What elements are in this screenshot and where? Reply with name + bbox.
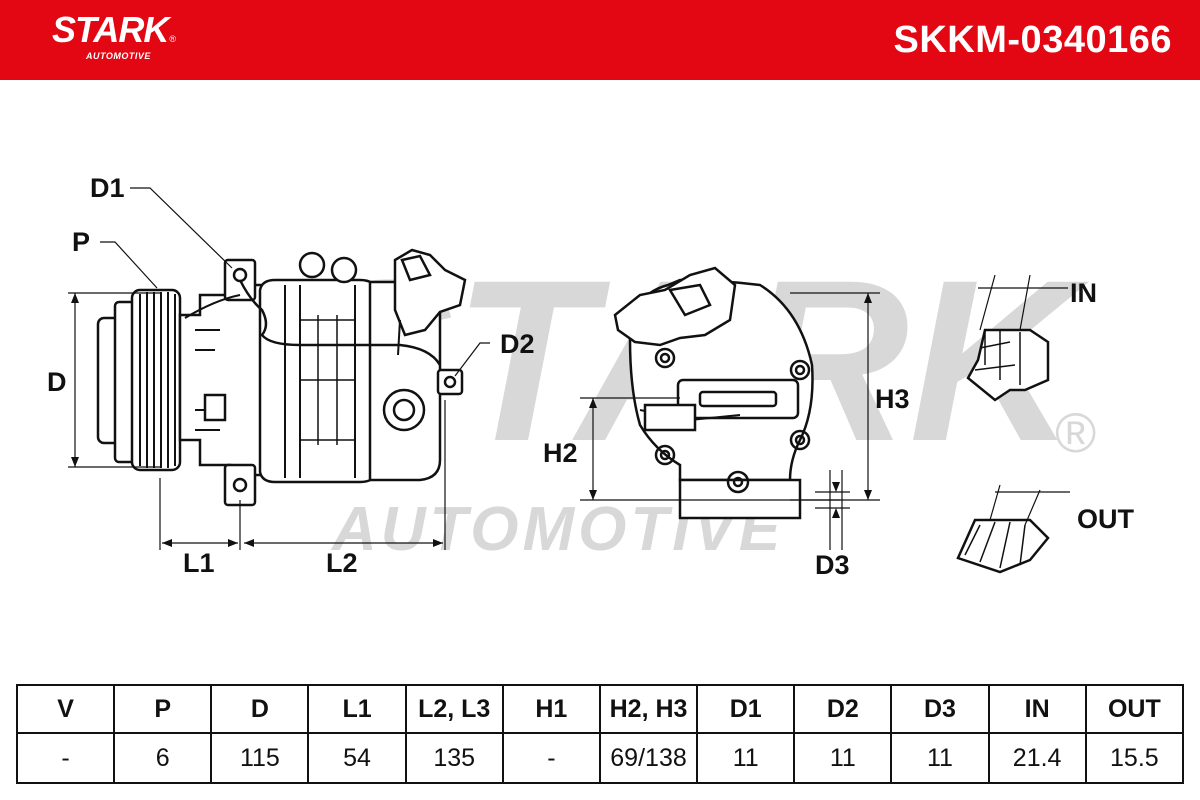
technical-drawing: STARK AUTOMOTIVE ® <box>47 173 1135 580</box>
label-h3: H3 <box>875 384 910 414</box>
out-fitting <box>956 518 1050 574</box>
header-bar: STARK® AUTOMOTIVE SKKM-0340166 <box>0 0 1200 80</box>
spec-value: 54 <box>307 732 407 784</box>
stark-logo: STARK® AUTOMOTIVE <box>52 9 176 62</box>
spec-header: L2, L3 <box>404 684 504 734</box>
spec-header: D3 <box>890 684 990 734</box>
part-number: SKKM-0340166 <box>893 19 1172 61</box>
label-d2: D2 <box>500 329 535 359</box>
spec-header: D2 <box>793 684 893 734</box>
label-l2: L2 <box>326 548 358 578</box>
spec-value: 11 <box>793 732 893 784</box>
label-p: P <box>72 227 90 257</box>
dimension-lines <box>68 187 1070 550</box>
in-fitting <box>966 328 1050 402</box>
watermark-registered: ® <box>1055 401 1096 464</box>
spec-value: 69/138 <box>598 732 699 784</box>
spec-value: 11 <box>696 732 796 784</box>
spec-header: H1 <box>501 684 601 734</box>
logo-subtitle: AUTOMOTIVE <box>86 51 151 61</box>
spec-header: H2, H3 <box>598 684 699 734</box>
spec-header: L1 <box>307 684 407 734</box>
spec-header: D1 <box>696 684 796 734</box>
compressor-rear-view <box>613 266 814 520</box>
spec-value: - <box>15 732 116 784</box>
spec-value: 11 <box>890 732 990 784</box>
spec-value: 21.4 <box>987 732 1087 784</box>
label-d3: D3 <box>815 550 850 580</box>
spec-header: V <box>15 684 116 734</box>
spec-value: 15.5 <box>1084 732 1185 784</box>
label-l1: L1 <box>183 548 215 578</box>
label-d1: D1 <box>90 173 125 203</box>
spec-header: D <box>210 684 310 734</box>
label-out: OUT <box>1077 504 1135 534</box>
spec-value: 135 <box>404 732 504 784</box>
spec-header-row: V P D L1 L2, L3 H1 H2, H3 D1 D2 D3 IN OU… <box>15 684 1185 734</box>
label-h2: H2 <box>543 438 578 468</box>
spec-value: - <box>501 732 601 784</box>
logo-text: STARK <box>52 9 169 50</box>
spec-header: OUT <box>1084 684 1185 734</box>
logo-registered-mark: ® <box>169 34 176 44</box>
spec-value: 6 <box>113 732 213 784</box>
spec-value: 115 <box>210 732 310 784</box>
compressor-side-view <box>96 248 467 507</box>
label-in: IN <box>1070 278 1097 308</box>
label-d: D <box>47 367 67 397</box>
spec-header: P <box>113 684 213 734</box>
spec-header: IN <box>987 684 1087 734</box>
dimension-arrows <box>71 293 872 547</box>
spec-value-row: - 6 115 54 135 - 69/138 11 11 11 21.4 15… <box>15 732 1185 784</box>
specification-table: V P D L1 L2, L3 H1 H2, H3 D1 D2 D3 IN OU… <box>15 684 1185 784</box>
